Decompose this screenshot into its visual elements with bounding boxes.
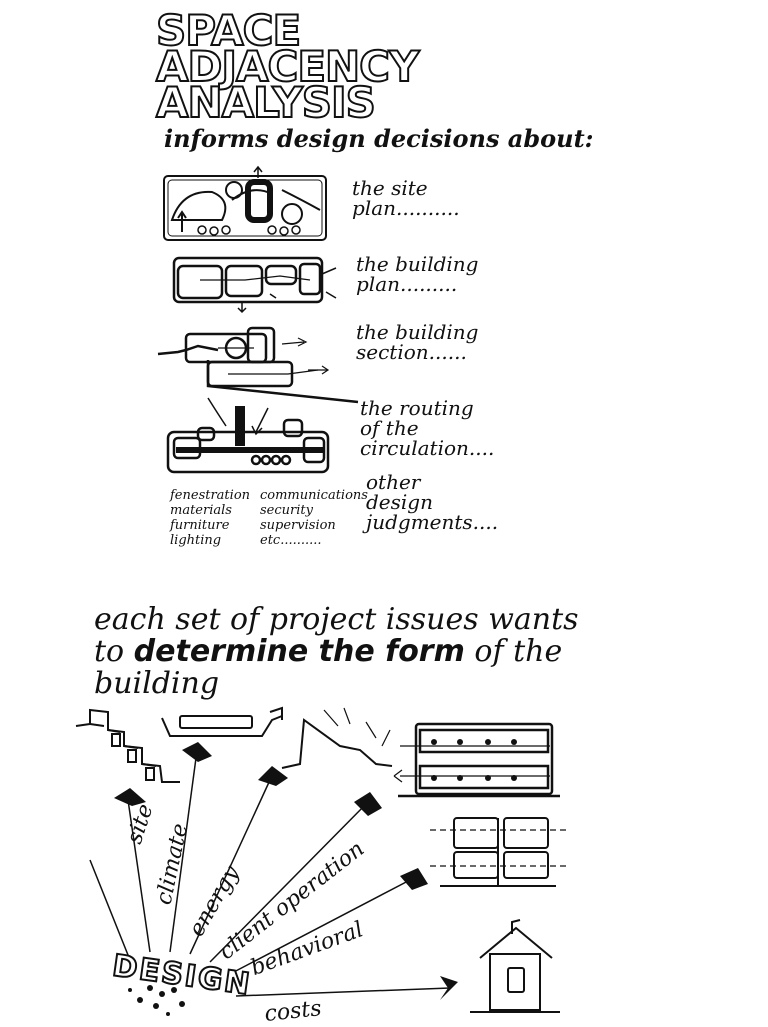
- list-item: fenestration: [170, 488, 251, 503]
- label-line: the routing: [360, 396, 474, 420]
- title-line-2: ADJACENCY: [155, 42, 420, 91]
- circulation-sketch: [164, 396, 344, 476]
- label-line: plan.........: [356, 272, 458, 296]
- label-line: circulation....: [360, 436, 495, 460]
- list-item: security: [260, 503, 313, 518]
- design-forces-sketch: [0, 690, 768, 1016]
- list-item: lighting: [170, 533, 222, 548]
- list-item: communications: [260, 488, 368, 503]
- label-line: design: [366, 490, 433, 514]
- label-line: of the: [360, 416, 419, 440]
- bottom-title: each set of project issues wants to dete…: [94, 604, 584, 700]
- list-item: etc..........: [260, 533, 322, 548]
- item-label-building-section: the building section......: [356, 322, 478, 362]
- list-item: supervision: [260, 518, 336, 533]
- label-line: plan..........: [352, 196, 460, 220]
- title-part-1: each set of project issues wants to: [94, 602, 579, 669]
- title-line-3: ANALYSIS: [155, 78, 377, 127]
- site-plan-sketch: [162, 170, 332, 246]
- panel-subtitle: informs design decisions about:: [164, 124, 594, 153]
- label-line: the building: [356, 252, 479, 276]
- list-item: materials: [170, 503, 232, 518]
- list-item: furniture: [170, 518, 230, 533]
- title-emphasis: determine the form: [133, 634, 465, 669]
- label-line: the site: [352, 176, 428, 200]
- title-line-1: SPACE: [155, 6, 302, 55]
- title-part-2: of the building: [94, 634, 563, 701]
- item-label-other: other design judgments....: [366, 472, 498, 532]
- building-section-sketch: [158, 322, 358, 402]
- space-adjacency-panel: SPACE ADJACENCY ANALYSIS informs design …: [150, 0, 594, 550]
- list-column-1: fenestration materials furniture lightin…: [170, 488, 250, 548]
- building-plan-sketch: [170, 254, 340, 314]
- label-line: judgments....: [366, 510, 499, 534]
- label-line: the building: [356, 320, 479, 344]
- item-label-site-plan: the site plan..........: [352, 178, 460, 218]
- item-label-building-plan: the building plan.........: [356, 254, 478, 294]
- item-label-circulation: the routing of the circulation....: [360, 398, 494, 458]
- label-line: other: [366, 470, 421, 494]
- list-column-2: communications security supervision etc.…: [260, 488, 368, 548]
- label-line: section......: [356, 340, 467, 364]
